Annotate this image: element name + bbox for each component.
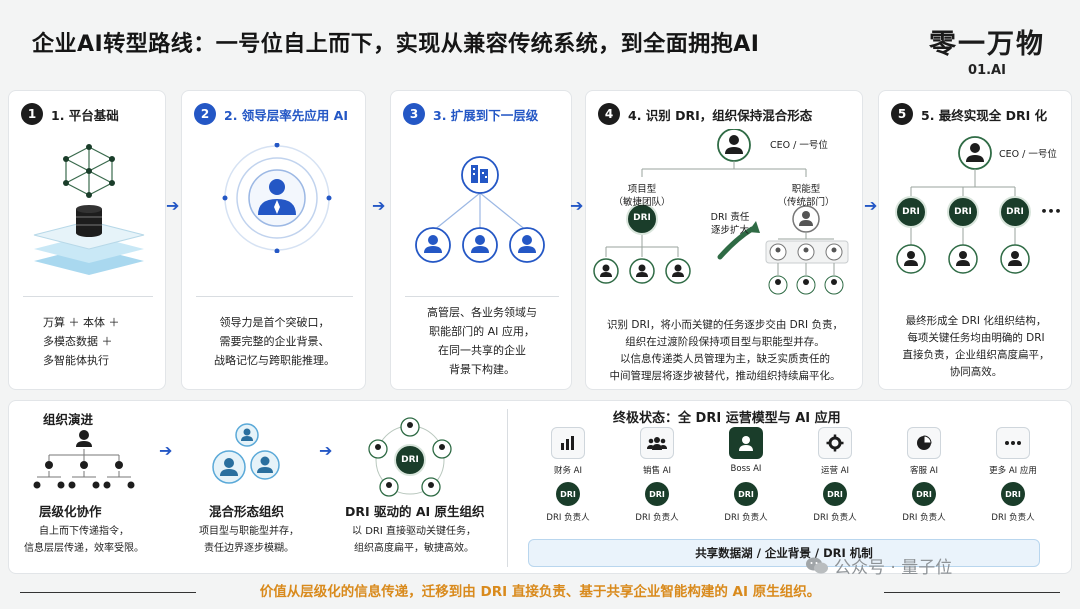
step-card-1: 1 1. 平台基础 万算 ＋ 本体 ＋ 多模态数据 ＋ 多智能体执行 [8, 90, 166, 390]
dri-owner-label: DRI 负责人 [813, 513, 857, 523]
app-label: Boss AI [730, 464, 762, 474]
dri-owner-label: DRI 负责人 [724, 513, 768, 523]
step-description: 万算 ＋ 本体 ＋ 多模态数据 ＋ 多智能体执行 [43, 316, 120, 367]
step-title: 2. 领导层率先应用 AI [224, 107, 348, 123]
dri-owner-label: DRI 负责人 [902, 513, 946, 523]
dri-badge: DRI [556, 482, 580, 506]
step-description: 领导力是首个突破口， 需要完整的企业背景、 战略记忆与跨职能推理。 [214, 316, 335, 367]
brand-sub: 01.AI [968, 63, 1006, 78]
app-tile[interactable] [729, 427, 763, 459]
brand-logo: 零一万物 01.AI [922, 22, 1052, 78]
arrow-right-icon: ➔ [570, 196, 584, 215]
arrow-right-icon: ➔ [166, 196, 180, 215]
expand-network-icon [415, 156, 545, 263]
dri-expand-label: DRI 责任 逐步扩大 [710, 212, 750, 236]
stage-title: DRI 驱动的 AI 原生组织 [345, 504, 485, 519]
platform-stack-icon [33, 144, 145, 275]
hybrid-team-icon [212, 423, 280, 484]
step-number: 4 [598, 103, 620, 125]
arrow-right-icon: ➔ [864, 196, 878, 215]
wechat-icon [806, 557, 828, 573]
app-tile[interactable] [640, 427, 674, 459]
step-title: 3. 扩展到下一层级 [433, 107, 539, 123]
dri-node-label: DRI [954, 207, 972, 217]
stage-title: 层级化协作 [39, 504, 102, 519]
step-card-4: 4 4. 识别 DRI，组织保持混合形态 [585, 90, 863, 390]
app-tile[interactable] [996, 427, 1030, 459]
stage-title: 混合形态组织 [209, 504, 285, 519]
arrow-right-icon: ➔ [372, 196, 386, 215]
app-tile[interactable] [907, 427, 941, 459]
step-card-3: 3 3. 扩展到下一层级 高管层、各业务领域与 职能部门的 AI 应用， 在同一… [390, 90, 572, 390]
step-number: 1 [21, 103, 43, 125]
stage-description: 项目型与职能型并存， 责任边界逐步模糊。 [199, 526, 299, 554]
dri-owner-label: DRI 负责人 [546, 513, 590, 523]
app-label: 财务 AI [553, 466, 583, 476]
pie-chart-icon [915, 434, 933, 452]
stage-description: 自上而下传递指令， 信息层层传递，效率受限。 [24, 526, 144, 554]
gear-icon [826, 434, 844, 452]
functional-group-label: 职能型 （传统部门） [777, 184, 835, 208]
brand-name: 零一万物 [929, 29, 1045, 60]
more-icon [1004, 440, 1022, 446]
step-description: 识别 DRI，将小而关键的任务逐步交由 DRI 负责， 组织在过渡阶段保持项目型… [607, 319, 843, 382]
dri-badge: DRI [1001, 482, 1025, 506]
vertical-divider [507, 409, 508, 567]
app-label: 运营 AI [820, 466, 850, 476]
dri-badge: DRI [912, 482, 936, 506]
dri-owner-label: DRI 负责人 [635, 513, 679, 523]
dri-badge: DRI [823, 482, 847, 506]
evolution-title: 组织演进 [43, 412, 94, 427]
final-state-title: 终极状态：全 DRI 运营模型与 AI 应用 [613, 411, 841, 426]
dri-owner-label: DRI 负责人 [991, 513, 1035, 523]
dri-node-label: DRI [401, 455, 419, 465]
dri-hub-icon [368, 417, 452, 497]
app-label: 客服 AI [909, 466, 939, 476]
project-group-label: 项目型 （敏捷团队） [613, 184, 671, 208]
leader-icon [222, 143, 332, 253]
app-tile[interactable] [551, 427, 585, 459]
dri-badge: DRI [645, 482, 669, 506]
step-card-5: 5 5. 最终实现全 DRI 化 CEO / 一号位 DRI DRI DRI •… [878, 90, 1072, 390]
app-label: 更多 AI 应用 [989, 466, 1037, 476]
dri-node-label: DRI [1006, 207, 1024, 217]
ceo-label: CEO / 一号位 [999, 149, 1057, 160]
footer-summary: 价值从层级化的信息传递，迁移到由 DRI 直接负责、基于共享企业智能构建的 AI… [259, 584, 821, 600]
step-number: 5 [891, 103, 913, 125]
stage-description: 以 DRI 直接驱动关键任务， 组织高度扁平，敏捷高效。 [352, 526, 476, 554]
step-number: 3 [403, 103, 425, 125]
app-tile[interactable] [818, 427, 852, 459]
boss-icon [737, 434, 755, 452]
step-description: 最终形成全 DRI 化组织结构， 每项关键任务均由明确的 DRI 直接负责，企业… [902, 315, 1050, 378]
dri-node-label: DRI [902, 207, 920, 217]
app-label: 销售 AI [642, 466, 672, 476]
full-dri-org-chart [895, 136, 1031, 274]
dri-node-label: DRI [633, 213, 651, 223]
step-title: 1. 平台基础 [51, 107, 119, 123]
step-title: 4. 识别 DRI，组织保持混合形态 [628, 107, 813, 123]
bar-chart-icon [559, 435, 577, 451]
arrow-right-icon: ➔ [159, 441, 173, 460]
shared-foundation-bar: 共享数据湖 / 企业背景 / DRI 机制 [528, 539, 1040, 567]
step-number: 2 [194, 103, 216, 125]
watermark-text: 公众号 · 量子位 [834, 558, 953, 578]
step-card-2: 2 2. 领导层率先应用 AI 领导力是首个突破口， 需要完整的企业背景、 战略… [181, 90, 366, 390]
dri-badge: DRI [734, 482, 758, 506]
step-description: 高管层、各业务领域与 职能部门的 AI 应用， 在同一共享的企业 背景下构建。 [427, 306, 537, 376]
hierarchy-icon [33, 430, 135, 489]
watermark: 公众号 · 量子位 [806, 553, 952, 578]
page-title: 企业AI转型路线：一号位自上而下，实现从兼容传统系统，到全面拥抱AI [32, 32, 760, 57]
ceo-label: CEO / 一号位 [770, 140, 828, 151]
arrow-right-icon: ➔ [319, 441, 333, 460]
team-icon [647, 435, 667, 451]
hybrid-org-chart [593, 129, 849, 295]
step-title: 5. 最终实现全 DRI 化 [921, 107, 1048, 123]
more-icon: ••• [1040, 205, 1062, 218]
